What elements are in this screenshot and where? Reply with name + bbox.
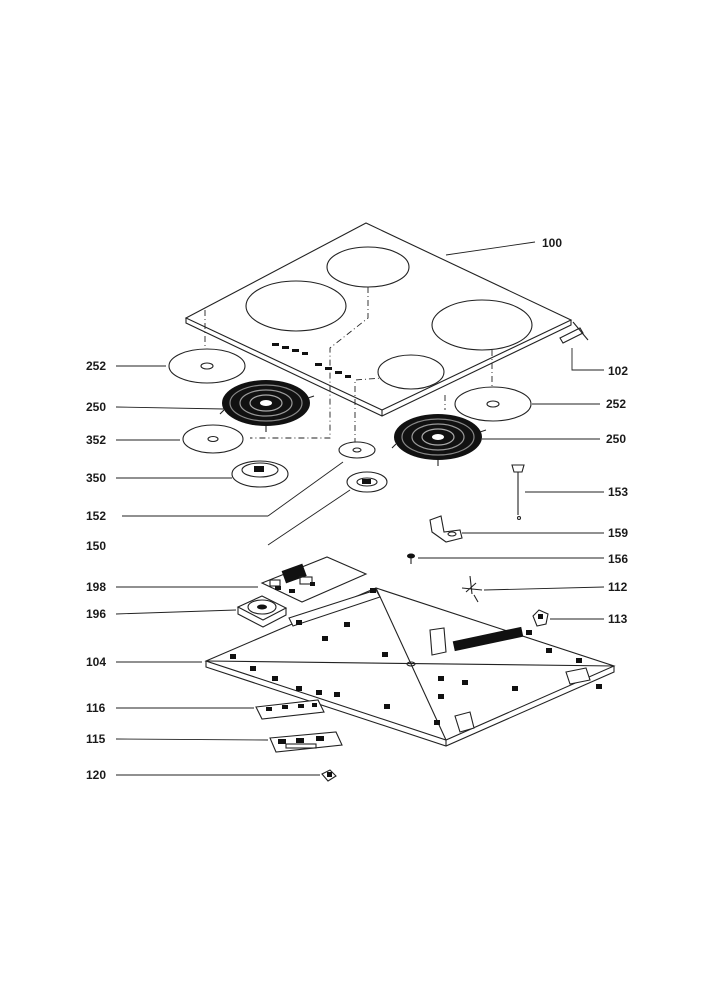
callout-252-left: 252 (86, 359, 107, 373)
callout-116: 116 (86, 701, 106, 715)
callout-104: 104 (86, 655, 107, 669)
control-panel-115 (269, 731, 343, 753)
bracket-159 (429, 515, 463, 543)
callout-198: 198 (86, 580, 107, 594)
assembly-lines (204, 287, 493, 444)
center-disc (338, 441, 376, 459)
center-small-element (346, 471, 388, 493)
callout-153: 153 (608, 485, 629, 499)
housing-bosses (230, 588, 602, 725)
small-heating-element (231, 460, 289, 488)
callout-115: 115 (86, 732, 106, 746)
reflector-disc-right (454, 386, 532, 422)
callout-120: 120 (86, 768, 107, 782)
cooling-fan-196 (236, 595, 288, 628)
edge-seal-strip (559, 321, 589, 344)
callout-352: 352 (86, 433, 107, 447)
callout-350: 350 (86, 471, 107, 485)
reflector-disc-left (168, 348, 246, 384)
callout-150: 150 (86, 539, 107, 553)
small-part-120 (321, 769, 337, 782)
screw-153 (511, 464, 525, 521)
small-disc-left (182, 424, 244, 454)
callout-159: 159 (608, 526, 629, 540)
leader-lines (115, 241, 605, 776)
callout-250-right: 250 (606, 432, 627, 446)
keypad-board-116 (255, 699, 325, 720)
callout-156: 156 (608, 552, 629, 566)
control-board-198 (260, 556, 368, 603)
control-markings (272, 343, 351, 378)
part-113 (532, 609, 549, 627)
clip-112 (461, 575, 483, 603)
heating-element-left (219, 380, 315, 432)
callout-102: 102 (608, 364, 629, 378)
callout-152: 152 (86, 509, 107, 523)
heating-element-right (391, 414, 487, 466)
callout-252-right: 252 (606, 397, 627, 411)
callout-100: 100 (542, 236, 563, 250)
callout-112: 112 (608, 580, 628, 594)
callout-113: 113 (608, 612, 628, 626)
callout-250-left: 250 (86, 400, 107, 414)
screw-156 (407, 553, 415, 564)
callout-196: 196 (86, 607, 107, 621)
bottom-housing-104 (204, 587, 616, 747)
